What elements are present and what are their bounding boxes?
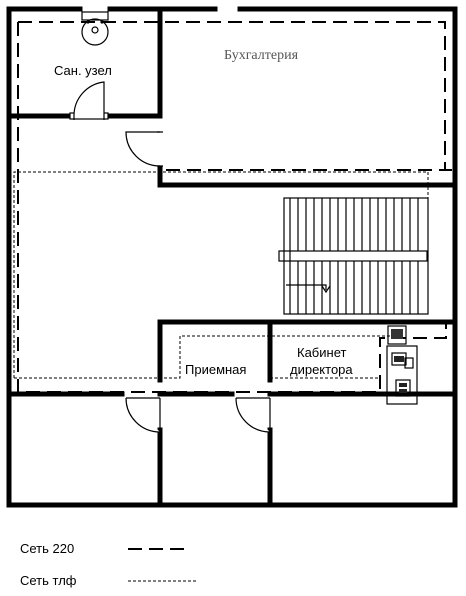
legend-power-label: Сеть 220 [20,541,75,556]
staircase-icon [278,197,429,315]
exterior-walls [6,6,458,508]
accounting-label: Бухгалтерия [224,48,299,63]
hall-door [125,131,163,167]
office-equipment-icon [386,325,418,405]
bathroom-label: Сан. узел [54,63,112,78]
reception-door-right [235,397,271,433]
bathroom-door [69,81,109,120]
phone-network [13,171,429,379]
washbasin-icon [81,11,109,46]
reception-label: Приемная [185,362,246,377]
power-network-220 [17,21,452,393]
legend-phone-label: Сеть тлф [20,573,77,588]
reception-door-left [125,397,161,433]
director-label-line1: Кабинет [297,345,346,360]
director-label-line2: директора [290,362,353,377]
interior-walls [6,6,458,508]
